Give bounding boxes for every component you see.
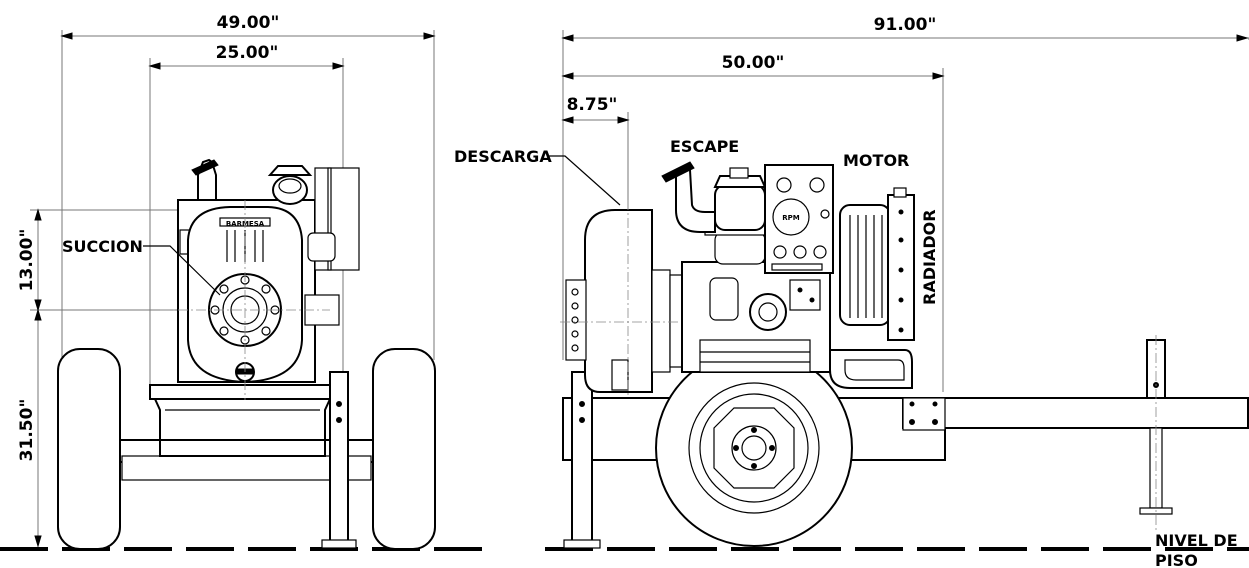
dimension-front-total-width: 49.00": [60, 13, 436, 360]
dimension-label: 8.75": [567, 95, 618, 115]
side-air-filter: [713, 167, 767, 231]
side-wheel: [655, 349, 853, 547]
side-control-panel: RPM: [764, 164, 834, 274]
floor-level-line1: NIVEL DE: [1155, 531, 1238, 550]
discharge-label: DESCARGA: [454, 147, 552, 166]
side-radiator: [839, 187, 915, 341]
side-engine-block: [681, 224, 831, 373]
label-floor-level: NIVEL DE PISO: [1155, 531, 1238, 568]
dimension-side-mid-length: 50.00": [561, 53, 945, 392]
dimension-side-total-length: 91.00": [561, 15, 1249, 360]
exhaust-label: ESCAPE: [670, 137, 739, 156]
side-trailer-tongue: [902, 397, 1249, 431]
side-fender-bracket: [829, 349, 913, 389]
dimension-label: 31.50": [17, 399, 37, 462]
dimension-label: 91.00": [874, 15, 937, 35]
dimension-label: 50.00": [722, 53, 785, 73]
side-tongue-jack: [1139, 335, 1173, 530]
side-rear-stand: [563, 371, 601, 549]
dimension-label: 25.00": [216, 43, 279, 63]
dimension-side-discharge-offset: 8.75": [561, 95, 630, 215]
motor-label: MOTOR: [843, 151, 909, 170]
rpm-gauge-label: RPM: [782, 214, 800, 222]
dimension-front-inner-width: 25.00": [148, 43, 345, 390]
front-view: 49.00" 25.00" 13.00" 31.50": [17, 13, 436, 550]
suction-label: SUCCION: [62, 237, 143, 256]
front-jack-stand: [329, 371, 349, 549]
side-view: 91.00" 50.00" 8.75": [454, 15, 1249, 568]
front-exhaust: [191, 158, 219, 201]
front-right-wheel: [372, 348, 436, 550]
dimension-label: 13.00": [17, 229, 37, 292]
dimension-front-lower-height: 31.50": [17, 308, 42, 548]
label-suction: SUCCION: [62, 237, 221, 296]
front-frame: [149, 384, 346, 400]
side-pump-casing: [560, 200, 690, 395]
floor-level-line2: PISO: [1155, 551, 1198, 568]
rpm-gauge: [772, 198, 810, 236]
side-exhaust: [661, 161, 716, 233]
front-left-wheel: [57, 348, 121, 550]
front-skid-tank: [154, 398, 331, 457]
front-air-filter: [267, 165, 313, 205]
label-discharge: DESCARGA: [454, 147, 621, 206]
dimension-label: 49.00": [217, 13, 280, 33]
radiator-label: RADIADOR: [920, 209, 939, 305]
